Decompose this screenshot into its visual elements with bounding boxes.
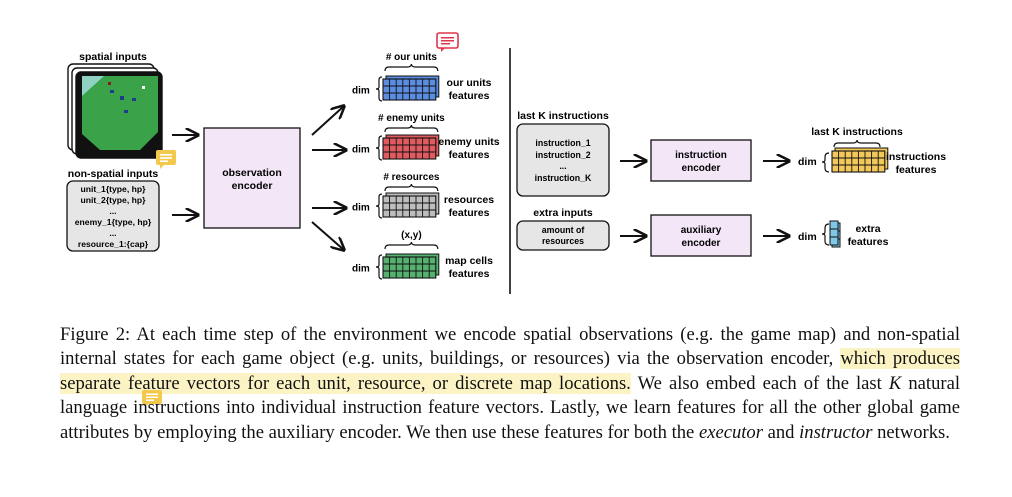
feature-label: features <box>449 149 490 161</box>
extra-inputs-line: amount of <box>542 225 585 235</box>
feature-count-label: # resources <box>383 172 440 183</box>
out-instr-dim-label: dim <box>798 156 817 168</box>
observation-encoder-label: observation <box>222 167 282 179</box>
dim-label: dim <box>352 145 370 156</box>
instruction-feature-grid <box>831 147 889 173</box>
caption-lead: Figure 2: At each time step of the envir… <box>60 324 960 370</box>
instruction-encoder-box <box>650 139 752 182</box>
caption-comment-icon[interactable] <box>142 390 162 406</box>
caption-executor: executor <box>698 421 763 443</box>
non-spatial-line: ... <box>109 228 116 238</box>
comment-flag-icon[interactable] <box>436 32 459 52</box>
feature-count-label: # enemy units <box>378 113 445 124</box>
caption-instructor: instructor <box>799 421 873 443</box>
auxiliary-encoder-label: encoder <box>682 238 721 249</box>
caption-end: networks. <box>872 421 950 443</box>
auxiliary-encoder-box <box>650 214 752 257</box>
feature-count-brace <box>384 63 439 72</box>
feature-grid <box>382 75 440 101</box>
instruction-encoder-label: instruction <box>675 150 727 161</box>
caption-mid: We also embed each of the last <box>630 372 889 394</box>
instructions-input-box <box>516 123 610 197</box>
non-spatial-inputs-label: non-spatial inputs <box>68 168 159 180</box>
non-spatial-line: enemy_1{type, hp} <box>75 217 152 227</box>
non-spatial-line: ... <box>109 206 116 216</box>
feature-label: features <box>449 268 490 280</box>
feature-label: map cells <box>445 255 493 267</box>
extra-feature-vector <box>829 220 841 248</box>
feature-label: features <box>449 207 490 219</box>
observation-encoder-label: encoder <box>232 180 273 192</box>
out-instr-label: features <box>896 164 937 176</box>
feature-count-label: (x,y) <box>401 230 422 241</box>
feature-count-brace <box>384 183 439 192</box>
feature-count-brace <box>384 241 439 250</box>
auxiliary-encoder-label: auxiliary <box>681 225 722 236</box>
instruction-line: instruction_1 <box>535 138 590 148</box>
caption-and: and <box>762 421 800 443</box>
dim-label: dim <box>352 203 370 214</box>
out-instr-label: instructions <box>886 151 946 163</box>
instruction-line: instruction_K <box>535 173 592 183</box>
out-extra-label: features <box>848 236 889 248</box>
feature-count-brace <box>384 124 439 133</box>
feature-grid <box>382 253 440 279</box>
non-spatial-inputs-box <box>66 180 160 252</box>
dim-brace <box>375 193 383 219</box>
non-spatial-lines: unit_1{type, hp} unit_2{type, hp} ... en… <box>75 184 152 249</box>
feature-count-label: # our units <box>386 52 438 63</box>
figure-caption: Figure 2: At each time step of the envir… <box>60 323 960 445</box>
out-last-k-label: last K instructions <box>811 126 903 138</box>
instruction-encoder-label: encoder <box>682 163 721 174</box>
dim-brace <box>375 76 383 102</box>
caption-k: K <box>888 372 902 394</box>
spatial-map-stack <box>67 63 163 159</box>
feature-grid <box>382 134 440 160</box>
extra-inputs-label: extra inputs <box>533 207 593 219</box>
out-extra-dim-brace <box>821 223 830 246</box>
non-spatial-line: unit_2{type, hp} <box>81 195 147 205</box>
dim-label: dim <box>352 86 370 97</box>
last-k-instructions-label: last K instructions <box>517 110 609 122</box>
dim-brace <box>375 254 383 280</box>
dim-brace <box>375 135 383 161</box>
out-instr-dim-brace <box>821 152 830 173</box>
figure-diagram: spatial inputs non-spatial inputs unit_1… <box>66 32 946 294</box>
extra-inputs-line: resources <box>542 236 584 246</box>
feature-label: enemy units <box>438 136 499 148</box>
extra-inputs-box <box>516 220 610 251</box>
feature-label: resources <box>444 194 494 206</box>
non-spatial-line: resource_1:{cap} <box>78 239 149 249</box>
feature-label: our units <box>447 77 492 89</box>
non-spatial-line: unit_1{type, hp} <box>81 184 147 194</box>
feature-label: features <box>449 90 490 102</box>
spatial-inputs-label: spatial inputs <box>79 51 147 63</box>
out-extra-label: extra <box>855 223 880 235</box>
feature-grid <box>382 192 440 218</box>
observation-encoder-box <box>203 127 301 229</box>
instruction-line: instruction_2 <box>535 150 590 160</box>
instruction-line: ... <box>559 161 566 171</box>
dim-label: dim <box>352 264 370 275</box>
out-extra-dim-label: dim <box>798 231 817 243</box>
out-instr-top-brace <box>833 139 881 148</box>
comment-note-icon[interactable] <box>156 150 176 169</box>
caption-tail: natural language instructions into indiv… <box>60 372 960 443</box>
